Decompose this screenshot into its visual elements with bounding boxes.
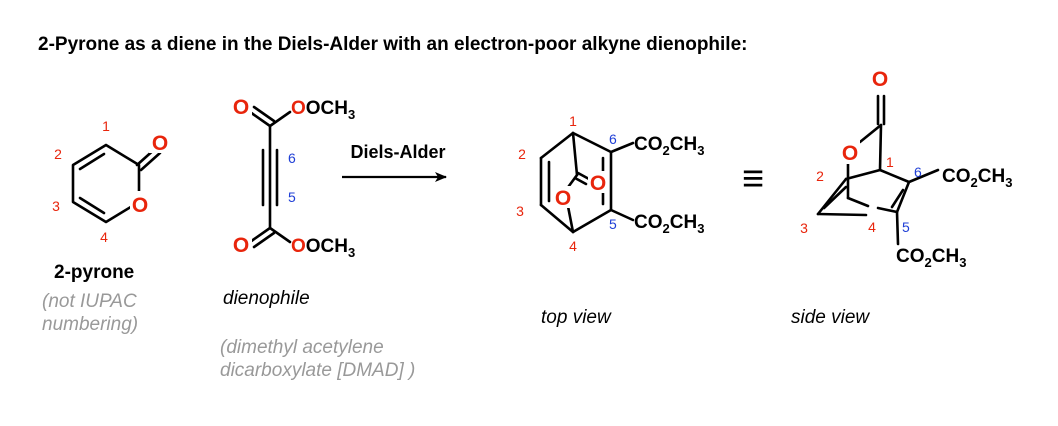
side-view-number-1: 1 bbox=[886, 154, 894, 170]
top-view-ester-lower: CO2CH3 bbox=[634, 212, 704, 236]
side-view-ester-bottom: CO2CH3 bbox=[896, 246, 966, 270]
dmad-bottom-methoxy: OOCH3 bbox=[291, 236, 355, 260]
pyrone-carbonyl-oxygen: O bbox=[152, 132, 168, 155]
side-view-ester-right: CO2CH3 bbox=[942, 166, 1012, 190]
side-view-molecule: O O CO2CH3 CO2CH3 1 2 3 4 5 6 bbox=[800, 66, 1012, 270]
side-view-number-4: 4 bbox=[868, 219, 876, 235]
pyrone-note-line-1: (not IUPAC bbox=[42, 291, 137, 312]
side-view-number-2: 2 bbox=[816, 168, 824, 184]
dmad-note-line-2: dicarboxylate [DMAD] ) bbox=[220, 360, 416, 381]
top-view-carbonyl-oxygen: O bbox=[590, 172, 606, 195]
dmad-top-methoxy: OOCH3 bbox=[291, 98, 355, 122]
side-view-number-3: 3 bbox=[800, 220, 808, 236]
pyrone-number-2: 2 bbox=[54, 146, 62, 162]
dmad-note: (dimethyl acetylene dicarboxylate [DMAD]… bbox=[220, 336, 415, 382]
top-view-bridge-oxygen: O bbox=[555, 187, 571, 210]
top-view-number-1: 1 bbox=[569, 113, 577, 129]
top-view-label: top view bbox=[541, 307, 611, 328]
top-view-number-4: 4 bbox=[569, 238, 577, 254]
dmad-note-line-1: (dimethyl acetylene bbox=[220, 337, 384, 358]
top-view-number-5: 5 bbox=[609, 216, 617, 232]
pyrone-note: (not IUPAC numbering) bbox=[42, 290, 138, 336]
dmad-number-5: 5 bbox=[288, 189, 296, 205]
dmad-number-6: 6 bbox=[288, 150, 296, 166]
top-view-number-6: 6 bbox=[609, 131, 617, 147]
side-view-carbonyl-oxygen: O bbox=[872, 68, 888, 91]
reaction-arrow: Diels-Alder bbox=[342, 142, 447, 182]
equivalence-symbol: ≡ bbox=[742, 158, 764, 200]
top-view-molecule: O O CO2CH3 CO2CH3 1 2 3 4 5 6 bbox=[516, 113, 704, 254]
diagram-title: 2-Pyrone as a diene in the Diels-Alder w… bbox=[38, 34, 748, 55]
top-view-number-2: 2 bbox=[518, 146, 526, 162]
pyrone-molecule: O O 1 2 3 4 bbox=[52, 118, 171, 245]
dmad-bottom-carbonyl-oxygen: O bbox=[233, 234, 249, 257]
pyrone-number-3: 3 bbox=[52, 198, 60, 214]
pyrone-number-4: 4 bbox=[100, 229, 108, 245]
top-view-ester-upper: CO2CH3 bbox=[634, 134, 704, 158]
pyrone-label: 2-pyrone bbox=[54, 262, 135, 283]
top-view-number-3: 3 bbox=[516, 203, 524, 219]
dmad-label: dienophile bbox=[223, 288, 310, 309]
side-view-bridge-oxygen: O bbox=[842, 142, 858, 165]
pyrone-note-line-2: numbering) bbox=[42, 314, 139, 335]
pyrone-ring bbox=[71, 143, 141, 224]
dmad-molecule: O OOCH3 O OOCH3 6 5 bbox=[230, 96, 355, 260]
pyrone-ring-oxygen: O bbox=[132, 194, 148, 217]
side-view-label: side view bbox=[791, 307, 870, 328]
side-view-number-6: 6 bbox=[914, 164, 922, 180]
dmad-top-carbonyl-oxygen: O bbox=[233, 96, 249, 119]
arrow-label: Diels-Alder bbox=[350, 142, 445, 162]
side-view-number-5: 5 bbox=[902, 219, 910, 235]
pyrone-number-1: 1 bbox=[102, 118, 110, 134]
